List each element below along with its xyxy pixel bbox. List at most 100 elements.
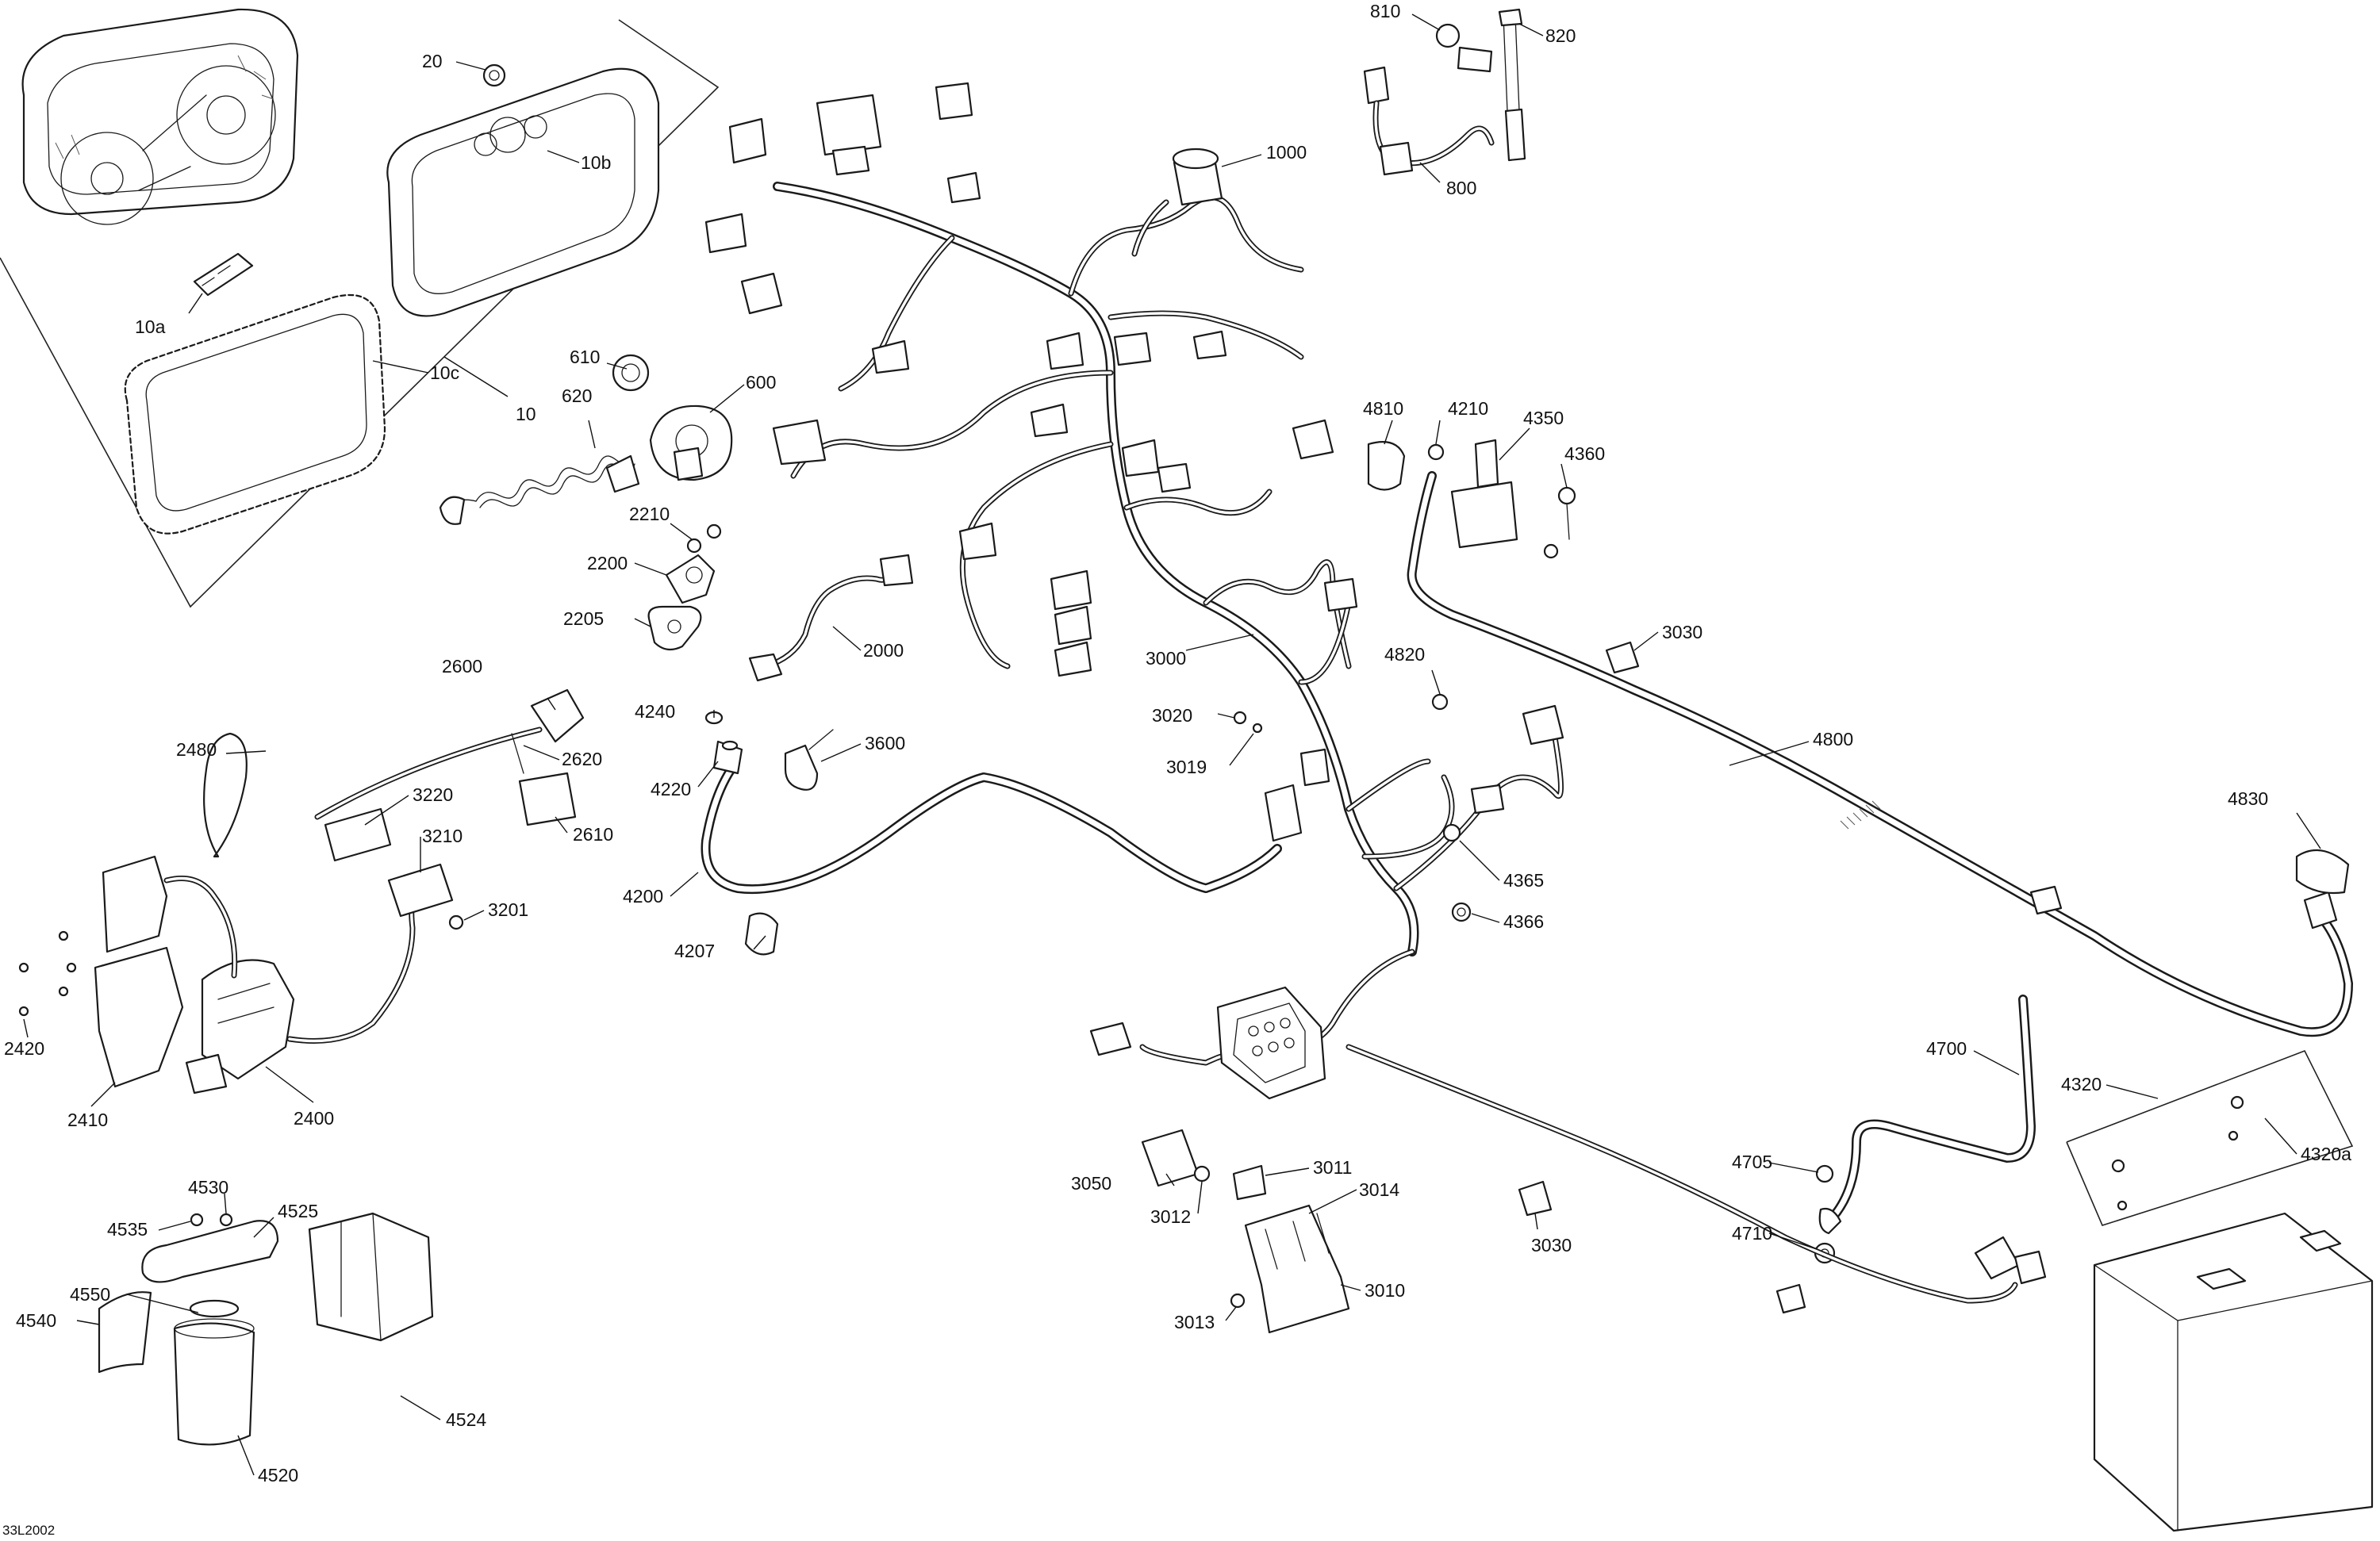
gauge-group-frame: [0, 19, 720, 608]
switch-housing-2410: [94, 946, 184, 1088]
callout-2620: 2620: [562, 749, 602, 769]
callout-2420: 2420: [4, 1038, 44, 1059]
switch-body: [649, 404, 733, 481]
gauge-gasket: [124, 293, 386, 535]
hose-2480: [203, 732, 248, 858]
callout-4550: 4550: [70, 1284, 110, 1305]
battery-group: [2066, 1049, 2374, 1532]
grommet: [482, 63, 506, 87]
callout-2205: 2205: [563, 608, 604, 629]
gauge-bezel: [386, 67, 660, 317]
callout-4820: 4820: [1384, 644, 1425, 665]
battery: [2093, 1212, 2374, 1532]
callout-4524: 4524: [446, 1409, 486, 1430]
callout-2480: 2480: [176, 739, 217, 760]
screw-3020: [1233, 711, 1247, 725]
callout-2600: 2600: [442, 656, 482, 677]
connector-3210-group: [324, 807, 464, 930]
callout-4240: 4240: [635, 701, 675, 722]
nuts-group: [1431, 693, 1472, 922]
switch-housing-2400: [201, 959, 295, 1080]
callout-3600: 3600: [865, 733, 905, 753]
fuel-pump-4520: [173, 1322, 255, 1446]
callout-3000: 3000: [1146, 648, 1186, 669]
sensor-cable-2000: [748, 554, 914, 682]
callout-4530: 4530: [188, 1177, 228, 1198]
lower-harness: [1345, 1044, 2047, 1314]
callout-4540: 4540: [16, 1310, 56, 1331]
callout-2610: 2610: [573, 824, 613, 845]
callout-4520: 4520: [258, 1465, 298, 1485]
relay-2610: [518, 772, 577, 826]
callout-3013: 3013: [1174, 1312, 1215, 1332]
callout-10c: 10c: [430, 362, 459, 383]
callout-4350: 4350: [1523, 408, 1564, 428]
bolt-4360: [1557, 486, 1576, 505]
gauge-connector: [193, 252, 254, 297]
callout-4200: 4200: [623, 886, 663, 907]
callout-820: 820: [1545, 25, 1576, 46]
nut-4705: [1815, 1164, 1834, 1183]
battery-hardware-frame: [2066, 1049, 2354, 1226]
callout-4700: 4700: [1926, 1038, 1967, 1059]
connector-3050: [1141, 1129, 1200, 1187]
switch-nut: [612, 354, 650, 392]
callout-800: 800: [1446, 178, 1476, 198]
clip-3030-lower: [1518, 1180, 1553, 1217]
callout-3010: 3010: [1365, 1280, 1405, 1301]
callout-20: 20: [422, 51, 443, 71]
starter-relay-group: [1367, 439, 1576, 559]
sensor-2600: [530, 688, 585, 743]
leader-lines: [23, 13, 2321, 1476]
callout-620: 620: [562, 385, 592, 406]
washer-3019: [1252, 723, 1263, 734]
callout-1000: 1000: [1266, 142, 1307, 163]
callout-2200: 2200: [587, 553, 628, 573]
callout-2000: 2000: [863, 640, 904, 661]
sensor-gasket: [647, 605, 702, 651]
callout-3030-upper: 3030: [1662, 622, 1702, 642]
screw-4530: [219, 1213, 233, 1227]
callout-2410: 2410: [67, 1110, 108, 1130]
bracket-3010: [1244, 1204, 1350, 1334]
sensor-2200-group: [647, 523, 722, 651]
boot-4810: [1367, 441, 1406, 491]
callout-4365: 4365: [1503, 870, 1544, 891]
callout-3012: 3012: [1150, 1206, 1191, 1227]
clip-3030-upper: [1605, 641, 1640, 674]
washer-4366: [1451, 902, 1472, 922]
callout-3201: 3201: [488, 899, 528, 920]
nut-3013: [1230, 1293, 1246, 1309]
callout-4830: 4830: [2228, 788, 2268, 809]
callout-4800: 4800: [1813, 729, 1853, 749]
starter-relay: [1450, 481, 1518, 549]
callout-3050: 3050: [1071, 1173, 1111, 1194]
sensor-bracket: [665, 554, 716, 604]
ground-cable-4200: [701, 711, 1282, 956]
callout-2210: 2210: [629, 504, 670, 524]
callout-4525: 4525: [278, 1201, 318, 1221]
seal-4550: [189, 1299, 240, 1318]
connector-3210: [387, 863, 454, 918]
callout-4710: 4710: [1732, 1223, 1772, 1244]
sensor-2600-group: [314, 688, 585, 826]
callout-4320a: 4320a: [2301, 1144, 2351, 1164]
callout-810: 810: [1370, 1, 1400, 21]
callout-3014: 3014: [1359, 1179, 1399, 1200]
ground-cable-4700: [1814, 995, 2036, 1264]
callout-2400: 2400: [294, 1108, 334, 1129]
drawing-code: 33L2002: [2, 1523, 55, 1538]
nut-3012: [1193, 1165, 1211, 1183]
gauge-cluster-group: [0, 8, 720, 608]
callout-4810: 4810: [1363, 398, 1403, 419]
connector-3220: [324, 807, 392, 862]
callout-4705: 4705: [1732, 1152, 1772, 1172]
callout-4360: 4360: [1564, 443, 1605, 464]
terminal-3600: [784, 711, 1263, 791]
ignition-switch-group: [439, 354, 733, 525]
gauge-cluster: [21, 8, 299, 225]
sensor-820: [1504, 108, 1526, 162]
handlebar-switch-group: [18, 732, 424, 1094]
bracket-4524: [308, 1212, 434, 1342]
callout-10: 10: [516, 404, 536, 424]
